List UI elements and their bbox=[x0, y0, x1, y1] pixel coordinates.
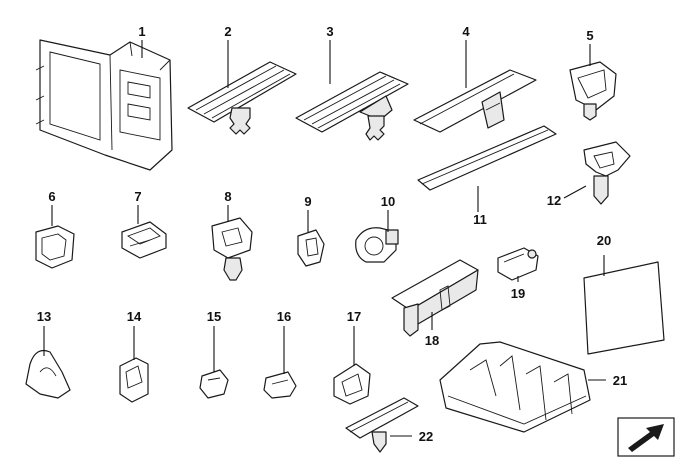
part-6-clip bbox=[35, 225, 75, 269]
callout-18: 18 bbox=[425, 333, 439, 348]
part-15-clip bbox=[199, 369, 229, 399]
part-4-flat-clip bbox=[413, 69, 537, 133]
callout-labels: 1 2 3 4 5 6 7 8 9 10 11 12 13 14 15 16 1… bbox=[37, 24, 627, 444]
callout-17: 17 bbox=[347, 309, 361, 324]
part-7-clip bbox=[121, 221, 167, 259]
part-10-pipe-clip bbox=[355, 227, 399, 263]
callout-14: 14 bbox=[127, 309, 142, 324]
part-13-clip bbox=[25, 349, 71, 399]
callout-20: 20 bbox=[597, 233, 611, 248]
part-19-clip bbox=[497, 247, 539, 281]
callout-6: 6 bbox=[48, 189, 55, 204]
callout-1: 1 bbox=[138, 24, 145, 39]
callout-12: 12 bbox=[547, 193, 561, 208]
callout-2: 2 bbox=[224, 24, 231, 39]
callout-9: 9 bbox=[304, 194, 311, 209]
callout-8: 8 bbox=[224, 189, 231, 204]
part-17-clip bbox=[333, 363, 371, 405]
part-9-clip bbox=[297, 229, 325, 267]
callout-10: 10 bbox=[381, 194, 395, 209]
callout-16: 16 bbox=[277, 309, 291, 324]
part-12-hook-clip bbox=[583, 141, 631, 205]
callout-19: 19 bbox=[511, 286, 525, 301]
part-5-clip bbox=[569, 61, 617, 121]
part-20-pad bbox=[583, 261, 665, 355]
part-11-edge-strip bbox=[417, 125, 557, 191]
callout-7: 7 bbox=[134, 189, 141, 204]
part-21-holder bbox=[439, 341, 591, 433]
part-3-cable-clip bbox=[295, 71, 409, 141]
callout-11: 11 bbox=[473, 212, 487, 227]
part-22-strip-clip bbox=[345, 397, 419, 453]
part-16-clip bbox=[263, 371, 297, 399]
callout-13: 13 bbox=[37, 309, 51, 324]
part-1-bracket bbox=[35, 39, 173, 171]
callout-22: 22 bbox=[419, 429, 433, 444]
leader-lines bbox=[43, 40, 606, 437]
part-14-clip bbox=[119, 357, 149, 403]
part-2-cable-clip bbox=[187, 61, 297, 135]
part-18-bracket bbox=[391, 259, 479, 337]
part-8-clip bbox=[211, 217, 253, 281]
callout-21: 21 bbox=[613, 373, 627, 388]
callout-15: 15 bbox=[207, 309, 221, 324]
callout-3: 3 bbox=[326, 24, 333, 39]
callout-4: 4 bbox=[462, 24, 470, 39]
callout-5: 5 bbox=[586, 28, 593, 43]
arrow-icon bbox=[617, 417, 675, 457]
